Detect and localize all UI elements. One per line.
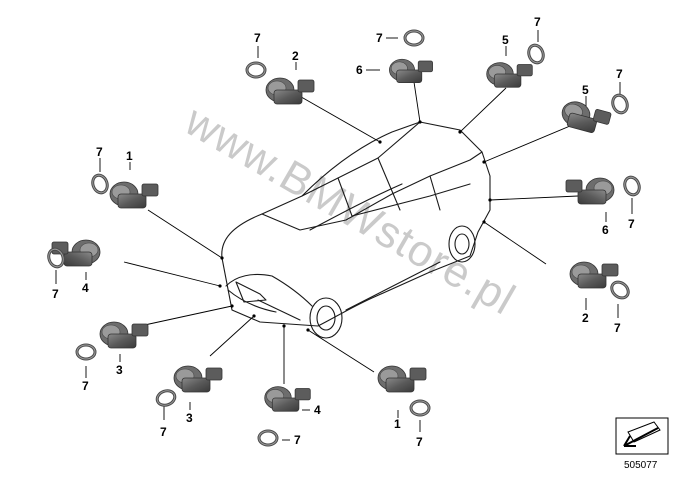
arrow-icon [623, 427, 659, 447]
ring-right-c [607, 277, 633, 303]
reference-box [615, 417, 669, 455]
sensor-bottom-4 [264, 386, 311, 412]
callout-bottom-ring-a: 7 [82, 379, 89, 393]
sensor-bottom-1 [377, 365, 427, 393]
callout-right-sensor-5: 5 [582, 83, 589, 97]
vehicle-outline [221, 121, 491, 339]
sensor-top-6 [389, 58, 433, 83]
callout-left-ring-a: 7 [96, 145, 103, 159]
callout-bottom-sensor-1: 1 [394, 417, 401, 431]
ring-top-a [245, 61, 267, 79]
sensor-bottom-3b [173, 365, 223, 393]
callout-top-ring-a: 7 [254, 31, 261, 45]
callout-bottom-sensor-3b: 3 [186, 411, 193, 425]
leader-lines [123, 81, 579, 384]
callout-top-sensor-2: 2 [292, 49, 299, 63]
ring-right-a [608, 91, 632, 117]
ring-bottom-c [257, 429, 279, 447]
leader-dots [218, 120, 492, 332]
callout-left-sensor-4: 4 [82, 281, 89, 295]
ring-top-c [524, 41, 548, 67]
ring-right-b [620, 173, 644, 199]
callout-right-ring-c: 7 [614, 321, 621, 335]
ring-bottom-d [409, 399, 431, 417]
callout-left-sensor-1: 1 [126, 149, 133, 163]
callout-ticks [55, 30, 633, 441]
callout-bottom-sensor-4: 4 [314, 403, 321, 417]
callout-right-ring-b: 7 [628, 217, 635, 231]
callout-top-sensor-6: 6 [356, 63, 363, 77]
sensor-bottom-3a [99, 321, 149, 349]
callout-bottom-sensor-3a: 3 [116, 363, 123, 377]
ring-top-b [403, 29, 425, 47]
callout-bottom-ring-c: 7 [294, 433, 301, 447]
ring-left-a [88, 171, 112, 197]
callout-top-ring-b: 7 [376, 31, 383, 45]
callout-bottom-ring-d: 7 [416, 435, 423, 449]
sensor-left-1 [109, 181, 159, 209]
callout-left-ring-b: 7 [52, 287, 59, 301]
callout-right-sensor-2: 2 [582, 311, 589, 325]
callout-right-sensor-6: 6 [602, 223, 609, 237]
sensor-left-4 [51, 239, 101, 267]
callout-top-sensor-5a: 5 [502, 33, 509, 47]
sensor-right-5 [558, 98, 613, 137]
ring-bottom-a [75, 343, 97, 361]
callout-right-ring-a: 7 [616, 67, 623, 81]
callout-top-ring-c: 7 [534, 15, 541, 29]
ring-bottom-b [153, 386, 179, 410]
sensor-right-2 [569, 261, 619, 289]
callout-bottom-ring-b: 7 [160, 425, 167, 439]
sensor-right-6 [565, 177, 615, 205]
sensor-top-5 [486, 62, 533, 88]
reference-number: 505077 [624, 460, 658, 471]
